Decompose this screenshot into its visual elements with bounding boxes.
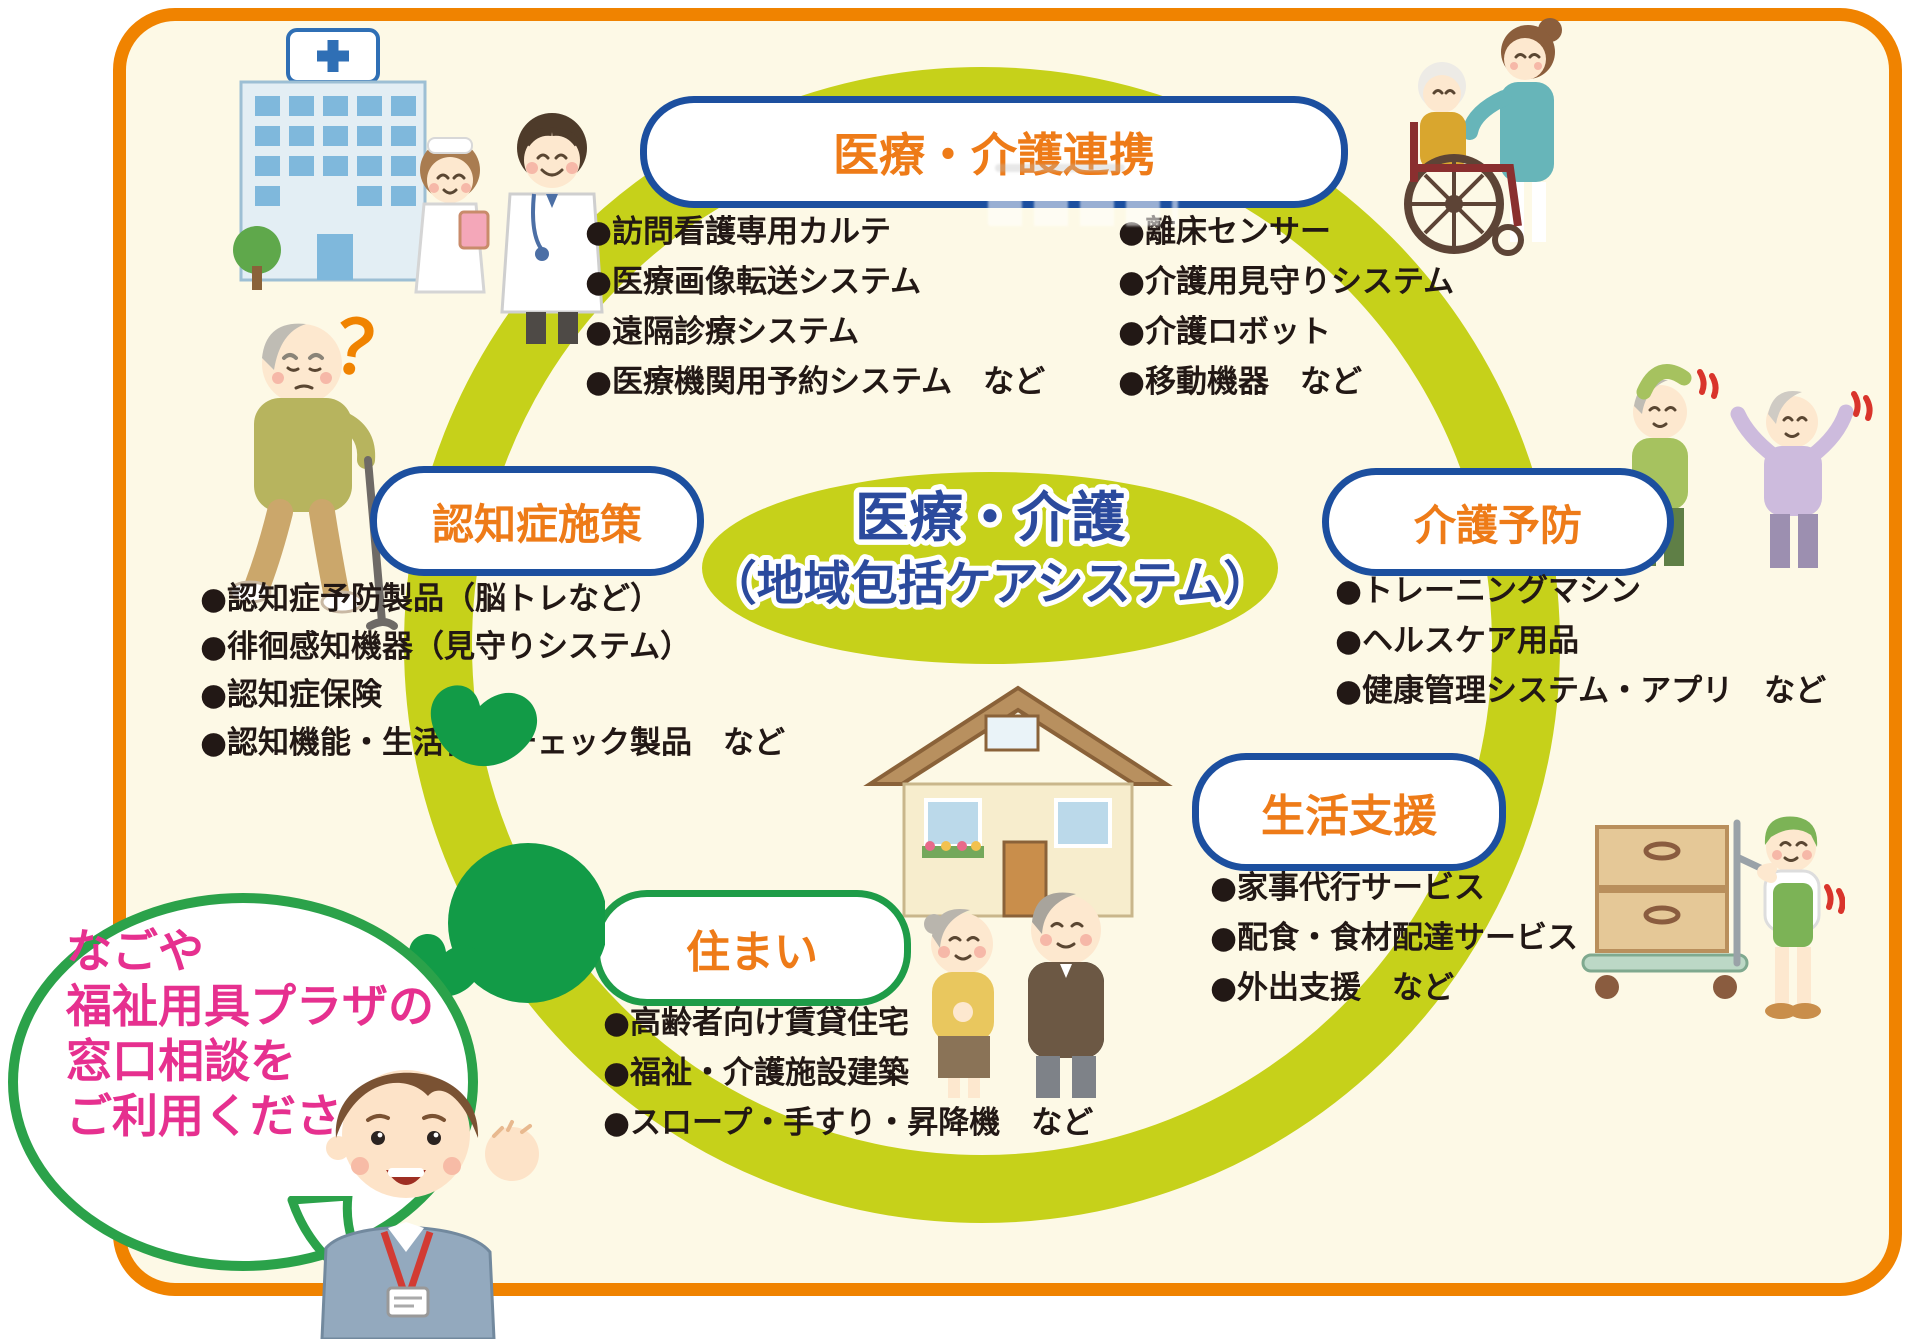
tree-icon — [233, 226, 281, 274]
label-text: 医療・介護連携 — [833, 128, 1155, 182]
house-couple-illustration — [863, 685, 1173, 1098]
apron-icon — [1773, 883, 1813, 947]
doctor-nurse-illustration — [414, 113, 604, 344]
clipboard-icon — [458, 210, 490, 250]
list-item: ●認知症保険 — [200, 677, 383, 713]
list-item: ●移動機器 など — [1118, 364, 1363, 400]
label-text: 認知症施策 — [431, 499, 642, 549]
list-item: ●ヘルスケア用品 — [1335, 623, 1580, 659]
bubble-line: 窓口相談を — [66, 1034, 296, 1088]
label-dementia-measures: 認知症施策 — [370, 466, 704, 576]
label-care-prevention: 介護予防 — [1322, 468, 1674, 576]
list-item: ●医療機関用予約システム など — [585, 364, 1046, 400]
label-medical-care-cooperation: 医療・介護連携 — [640, 96, 1348, 208]
tiny-credit-text — [995, 164, 1125, 172]
care-prevention-list: ●トレーニングマシン ●ヘルスケア用品 ●健康管理システム・アプリ など — [1335, 566, 1826, 716]
label-text: 生活支援 — [1261, 791, 1437, 842]
bubble-line: ご利用ください — [66, 1089, 388, 1143]
door-icon — [1002, 840, 1048, 918]
illegible-watermark-text — [988, 196, 1178, 226]
box-icon — [1595, 889, 1729, 953]
fukushi-plaza-logo-icon — [409, 685, 605, 1003]
list-item: ●認知症予防製品（脳トレなど） — [200, 581, 662, 617]
roof-icon — [863, 685, 1173, 786]
wheel-icon — [1404, 154, 1504, 254]
medical-cooperation-list-left: ●訪問看護専用カルテ ●医療画像転送システム ●遠隔診療システム ●医療機関用予… — [585, 207, 1045, 407]
motion-marks-icon — [1851, 391, 1873, 421]
list-item: ●トレーニングマシン — [1335, 573, 1642, 609]
list-item: ●徘徊感知機器（見守りシステム） — [200, 629, 692, 665]
hospital-icon — [233, 28, 427, 290]
life-support-list: ●家事代行サービス ●配食・食材配達サービス ●外出支援 など — [1210, 863, 1578, 1013]
list-item: ●訪問看護専用カルテ — [585, 214, 892, 250]
list-item: ●遠隔診療システム — [585, 314, 860, 350]
list-item: ●家事代行サービス — [1210, 870, 1486, 906]
list-item: ●医療画像転送システム — [585, 264, 922, 300]
label-text: 介護予防 — [1413, 500, 1582, 550]
list-item: ●健康管理システム・アプリ など — [1335, 673, 1827, 709]
exercising-elderly-illustration — [1632, 364, 1873, 568]
housing-list: ●高齢者向け賃貸住宅 ●福祉・介護施設建築 ●スロープ・手すり・昇降機 など — [603, 998, 1093, 1148]
delivery-woman-illustration — [1581, 816, 1845, 1019]
list-item: ●高齢者向け賃貸住宅 — [603, 1005, 910, 1041]
list-item: ●介護ロボット — [1118, 314, 1332, 350]
bandana-icon — [1764, 816, 1818, 847]
hospital-cross-icon — [317, 40, 349, 72]
medical-cooperation-list-right: ●離床センサー ●介護用見守りシステム ●介護ロボット ●移動機器 など — [1118, 207, 1454, 407]
stethoscope-icon — [531, 193, 544, 252]
box-icon — [1595, 825, 1729, 889]
wheelchair-caregiver-illustration — [1404, 18, 1562, 256]
list-item: ●外出支援 など — [1210, 970, 1455, 1006]
necktie-icon — [546, 194, 558, 208]
motion-marks-icon — [1824, 884, 1845, 914]
center-title-line2: （地域包括ケアシステム） — [710, 557, 1271, 612]
lanyard-icon — [380, 1230, 434, 1294]
name-badge-icon — [386, 1286, 430, 1318]
speech-bubble-text: なごや 福祉用具プラザの 窓口相談を ご利用ください — [66, 924, 434, 1144]
dementia-list: ●認知症予防製品（脳トレなど） ●徘徊感知機器（見守りシステム） ●認知症保険 … — [200, 575, 785, 767]
list-item: ●配食・食材配達サービス — [1210, 920, 1579, 956]
bubble-line: 福祉用具プラザの — [66, 979, 434, 1033]
list-item: ●介護用見守りシステム — [1118, 264, 1455, 300]
waving-hand-icon — [485, 1127, 539, 1181]
bubble-line: なごや — [66, 924, 204, 978]
label-life-support: 生活支援 — [1192, 753, 1506, 871]
plaza-staff-illustration — [320, 1070, 539, 1339]
hair-icon — [335, 1072, 479, 1138]
label-housing: 住まい — [593, 890, 911, 1006]
center-ellipse — [702, 472, 1278, 664]
dolly-icon — [1581, 953, 1749, 973]
center-title-line1: 医療・介護 — [855, 486, 1126, 549]
motion-marks-icon — [1697, 369, 1719, 399]
list-item: ●スロープ・手すり・昇降機 など — [603, 1105, 1094, 1141]
list-item: ●福祉・介護施設建築 — [603, 1055, 910, 1091]
work-shirt — [320, 1226, 496, 1339]
label-text: 住まい — [686, 927, 818, 978]
